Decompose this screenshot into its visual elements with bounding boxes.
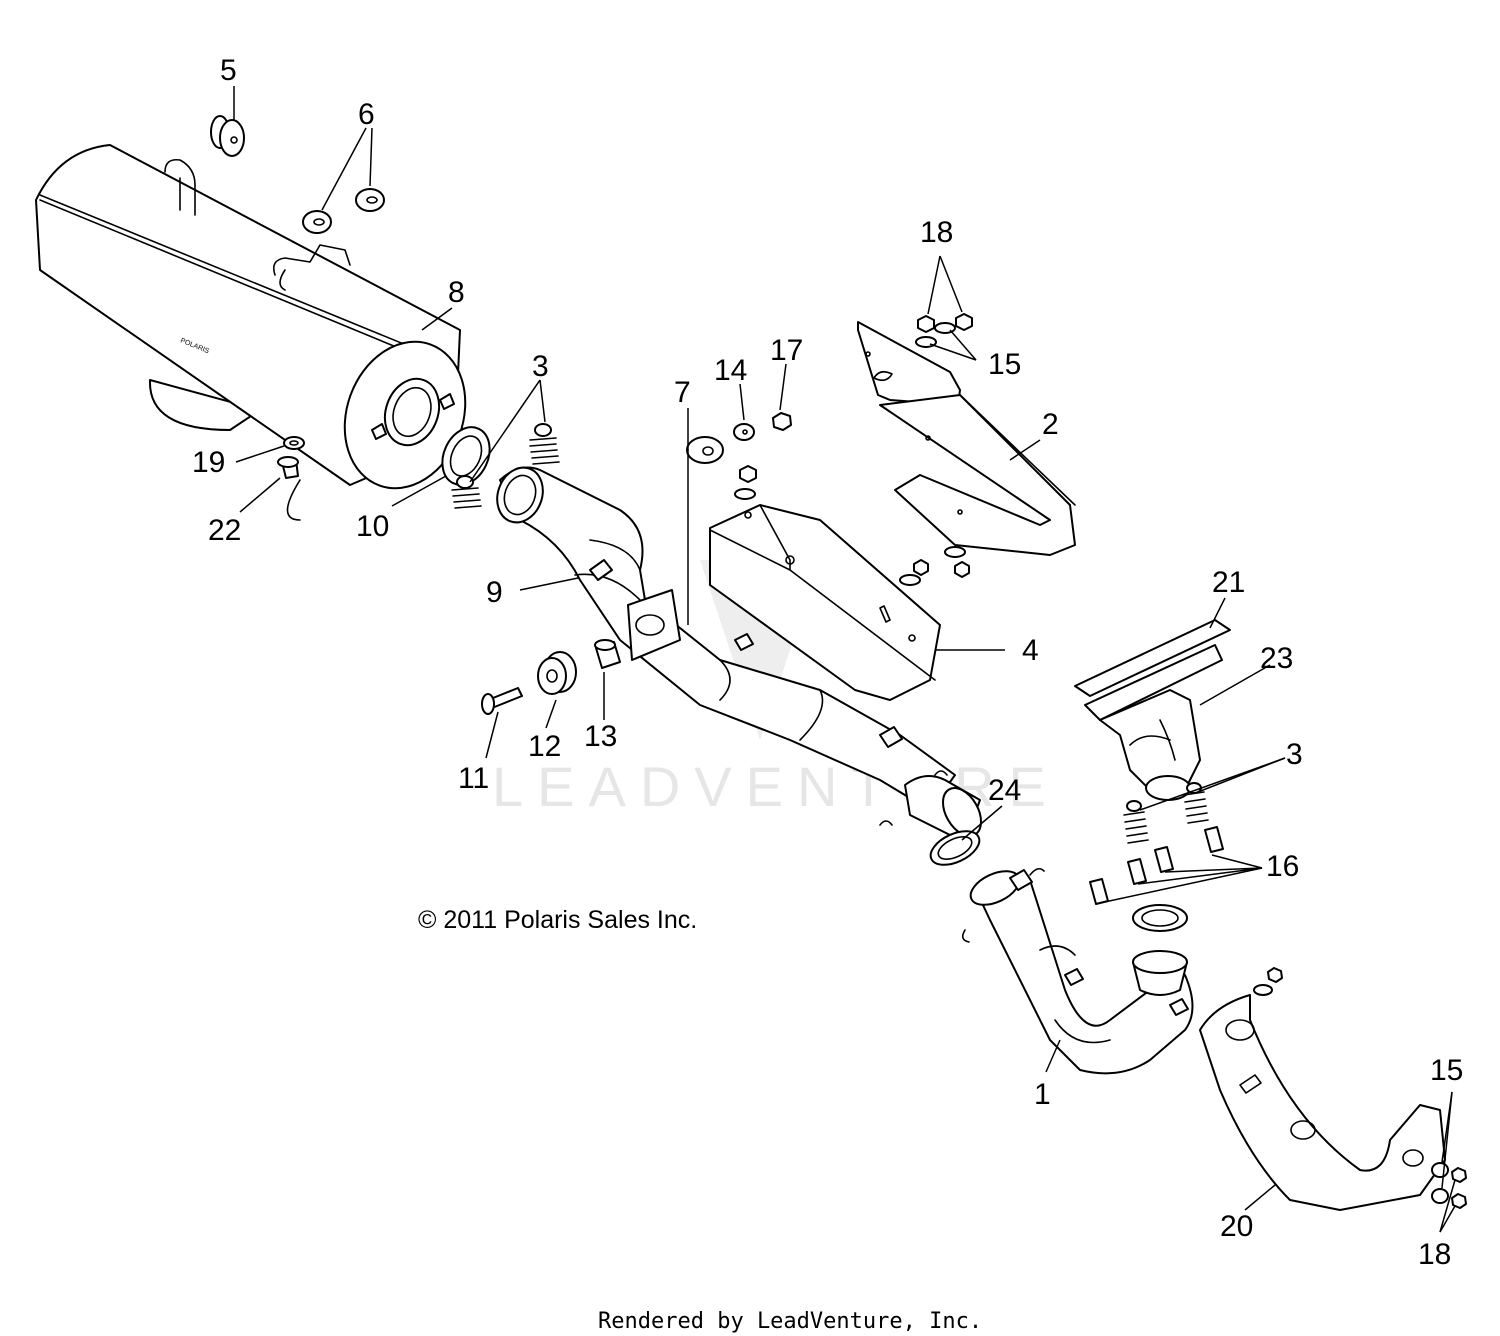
bushing-13	[594, 639, 621, 669]
rendered-by-footer: Rendered by LeadVenture, Inc.	[598, 1309, 982, 1334]
heat-shield-20	[1199, 967, 1446, 1211]
springs-3-lower	[1123, 782, 1209, 844]
fasteners-heatshield	[734, 465, 970, 586]
callout-16: 16	[1266, 850, 1299, 883]
callout-20: 20	[1220, 1210, 1253, 1243]
callout-19: 19	[192, 446, 225, 479]
callout-18-lower: 18	[1418, 1238, 1451, 1271]
bolt-11	[481, 687, 523, 715]
callout-6: 6	[358, 98, 375, 131]
grommet-5	[210, 115, 245, 157]
washer-19	[283, 436, 305, 450]
fasteners-18-15-lower	[1431, 1162, 1467, 1209]
gasket-21	[1074, 619, 1231, 697]
callout-7: 7	[674, 376, 691, 409]
studs-16	[1089, 826, 1224, 905]
callout-10: 10	[356, 510, 389, 543]
callout-5: 5	[220, 54, 237, 87]
callout-24: 24	[988, 774, 1021, 807]
callout-15-lower: 15	[1430, 1054, 1463, 1087]
manifold-23	[1084, 644, 1223, 801]
washer-14	[733, 423, 755, 441]
copyright-notice: © 2011 Polaris Sales Inc.	[418, 906, 697, 934]
grommet-7	[686, 436, 724, 464]
callout-3-upper: 3	[532, 350, 549, 383]
grommet-12	[537, 651, 577, 695]
callout-23: 23	[1260, 642, 1293, 675]
callout-3-lower: 3	[1286, 738, 1303, 771]
callout-17: 17	[770, 334, 803, 367]
mid-pipe	[496, 466, 982, 837]
callout-8: 8	[448, 276, 465, 309]
callout-11: 11	[458, 762, 489, 795]
callout-13: 13	[584, 720, 617, 753]
bracket-2	[857, 321, 1076, 556]
callout-21: 21	[1212, 566, 1245, 599]
callout-numbers: 5 6 8 3 19 22 10 9 7 14 17 18 15 2 4 21 …	[192, 54, 1463, 1271]
muffler: POLARIS	[35, 144, 467, 521]
callout-12: 12	[528, 730, 561, 763]
grommets-6	[302, 188, 385, 234]
callout-2: 2	[1042, 408, 1059, 441]
gasket-24	[929, 830, 981, 866]
springs-3-upper	[451, 423, 560, 509]
nut-17	[772, 412, 792, 431]
fasteners-18-15-upper	[915, 313, 973, 348]
callout-22: 22	[208, 514, 241, 547]
leader-lines	[233, 86, 1456, 1233]
callout-14: 14	[714, 354, 747, 387]
collar-cone	[1132, 904, 1188, 996]
callout-4: 4	[1022, 634, 1039, 667]
head-pipe-1	[961, 867, 1194, 1075]
callout-18-upper: 18	[920, 216, 953, 249]
callout-15-upper: 15	[988, 348, 1021, 381]
callout-1: 1	[1034, 1078, 1051, 1111]
heat-shield-4	[709, 504, 941, 701]
rivet-22	[277, 456, 299, 479]
callout-9: 9	[486, 576, 503, 609]
